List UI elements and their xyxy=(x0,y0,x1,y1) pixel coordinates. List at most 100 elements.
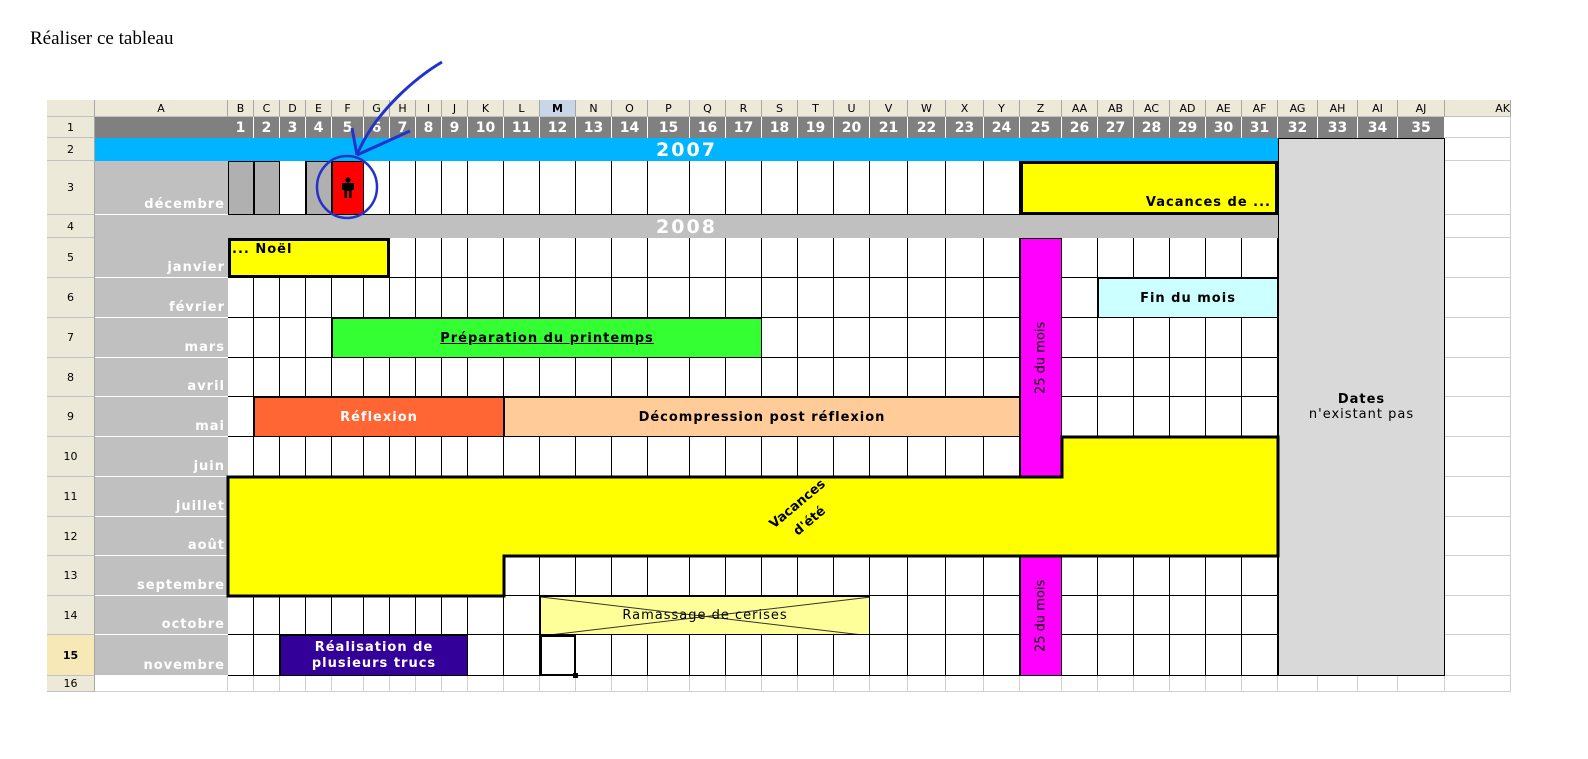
column-header-z[interactable]: Z xyxy=(1020,100,1062,117)
row-header-1[interactable]: 1 xyxy=(47,117,95,138)
cell[interactable] xyxy=(908,238,946,278)
row-header-16[interactable]: 16 xyxy=(47,676,95,692)
cell[interactable] xyxy=(1134,238,1170,278)
cell[interactable] xyxy=(798,318,834,358)
row-header-10[interactable]: 10 xyxy=(47,437,95,477)
cell[interactable] xyxy=(1445,318,1511,358)
column-header-n[interactable]: N xyxy=(576,100,612,117)
cell[interactable] xyxy=(834,278,870,318)
cell[interactable] xyxy=(648,161,690,215)
cell[interactable] xyxy=(228,358,254,397)
column-header-ag[interactable]: AG xyxy=(1278,100,1318,117)
cell[interactable] xyxy=(1242,318,1278,358)
selected-cell-m15[interactable] xyxy=(540,635,576,676)
cell[interactable] xyxy=(984,437,1020,477)
cell[interactable] xyxy=(798,676,834,692)
column-header-y[interactable]: Y xyxy=(984,100,1020,117)
cell[interactable] xyxy=(1098,676,1134,692)
cell[interactable] xyxy=(984,556,1020,596)
cell[interactable] xyxy=(504,676,540,692)
cell[interactable] xyxy=(576,676,612,692)
cell[interactable] xyxy=(1206,635,1242,676)
cell[interactable] xyxy=(540,556,576,596)
cell[interactable] xyxy=(690,161,726,215)
cell[interactable] xyxy=(984,238,1020,278)
cell[interactable] xyxy=(504,161,540,215)
row-header-9[interactable]: 9 xyxy=(47,397,95,437)
column-header-ah[interactable]: AH xyxy=(1318,100,1358,117)
cell[interactable] xyxy=(332,596,364,635)
cell[interactable] xyxy=(390,161,416,215)
column-header-i[interactable]: I xyxy=(416,100,442,117)
column-header-w[interactable]: W xyxy=(908,100,946,117)
cell[interactable] xyxy=(1206,238,1242,278)
cell[interactable] xyxy=(390,278,416,318)
cell[interactable] xyxy=(1170,635,1206,676)
cell[interactable] xyxy=(306,437,332,477)
column-header-b[interactable]: B xyxy=(228,100,254,117)
cell[interactable] xyxy=(726,676,762,692)
cell[interactable] xyxy=(576,635,612,676)
cell[interactable] xyxy=(254,596,280,635)
column-header-r[interactable]: R xyxy=(726,100,762,117)
cell[interactable] xyxy=(870,437,908,477)
cell[interactable] xyxy=(870,278,908,318)
column-header-aa[interactable]: AA xyxy=(1062,100,1098,117)
cell[interactable] xyxy=(1398,676,1445,692)
cell[interactable] xyxy=(984,161,1020,215)
column-header-h[interactable]: H xyxy=(390,100,416,117)
cell[interactable] xyxy=(504,596,540,635)
cell[interactable] xyxy=(612,161,648,215)
cell[interactable] xyxy=(612,676,648,692)
column-header-q[interactable]: Q xyxy=(690,100,726,117)
cell[interactable] xyxy=(576,238,612,278)
cell[interactable] xyxy=(228,596,254,635)
cell[interactable] xyxy=(416,358,442,397)
cell[interactable] xyxy=(798,556,834,596)
cell[interactable] xyxy=(416,161,442,215)
cell[interactable] xyxy=(228,278,254,318)
cell[interactable] xyxy=(504,635,540,676)
cell[interactable] xyxy=(1242,596,1278,635)
cell[interactable] xyxy=(908,318,946,358)
cell[interactable] xyxy=(870,556,908,596)
cell[interactable] xyxy=(1134,635,1170,676)
cell[interactable] xyxy=(1170,676,1206,692)
cell[interactable] xyxy=(390,596,416,635)
cell[interactable] xyxy=(254,676,280,692)
cell[interactable] xyxy=(908,676,946,692)
cell[interactable] xyxy=(468,635,504,676)
cell[interactable] xyxy=(946,676,984,692)
cell[interactable] xyxy=(834,238,870,278)
cell[interactable] xyxy=(1242,635,1278,676)
cell[interactable] xyxy=(1445,138,1511,161)
column-header-ai[interactable]: AI xyxy=(1358,100,1398,117)
cell[interactable] xyxy=(576,278,612,318)
cell[interactable] xyxy=(280,437,306,477)
cell[interactable] xyxy=(416,676,442,692)
cell[interactable] xyxy=(468,161,504,215)
row-header-11[interactable]: 11 xyxy=(47,477,95,517)
cell[interactable] xyxy=(762,161,798,215)
cell[interactable] xyxy=(576,556,612,596)
cell[interactable] xyxy=(540,437,576,477)
cell[interactable] xyxy=(1445,278,1511,318)
cell[interactable] xyxy=(946,161,984,215)
cell[interactable] xyxy=(870,318,908,358)
row-header-7[interactable]: 7 xyxy=(47,318,95,358)
cell[interactable] xyxy=(228,397,254,437)
cell[interactable] xyxy=(1318,676,1358,692)
cell[interactable] xyxy=(1170,238,1206,278)
cell[interactable] xyxy=(254,437,280,477)
cell[interactable] xyxy=(648,437,690,477)
cell[interactable] xyxy=(306,676,332,692)
cell[interactable] xyxy=(612,556,648,596)
cell[interactable] xyxy=(468,676,504,692)
row-header-5[interactable]: 5 xyxy=(47,238,95,278)
cell[interactable] xyxy=(1170,318,1206,358)
cell[interactable] xyxy=(228,676,254,692)
cell[interactable] xyxy=(540,278,576,318)
cell[interactable] xyxy=(1098,596,1134,635)
column-header-d[interactable]: D xyxy=(280,100,306,117)
cell[interactable] xyxy=(390,238,416,278)
